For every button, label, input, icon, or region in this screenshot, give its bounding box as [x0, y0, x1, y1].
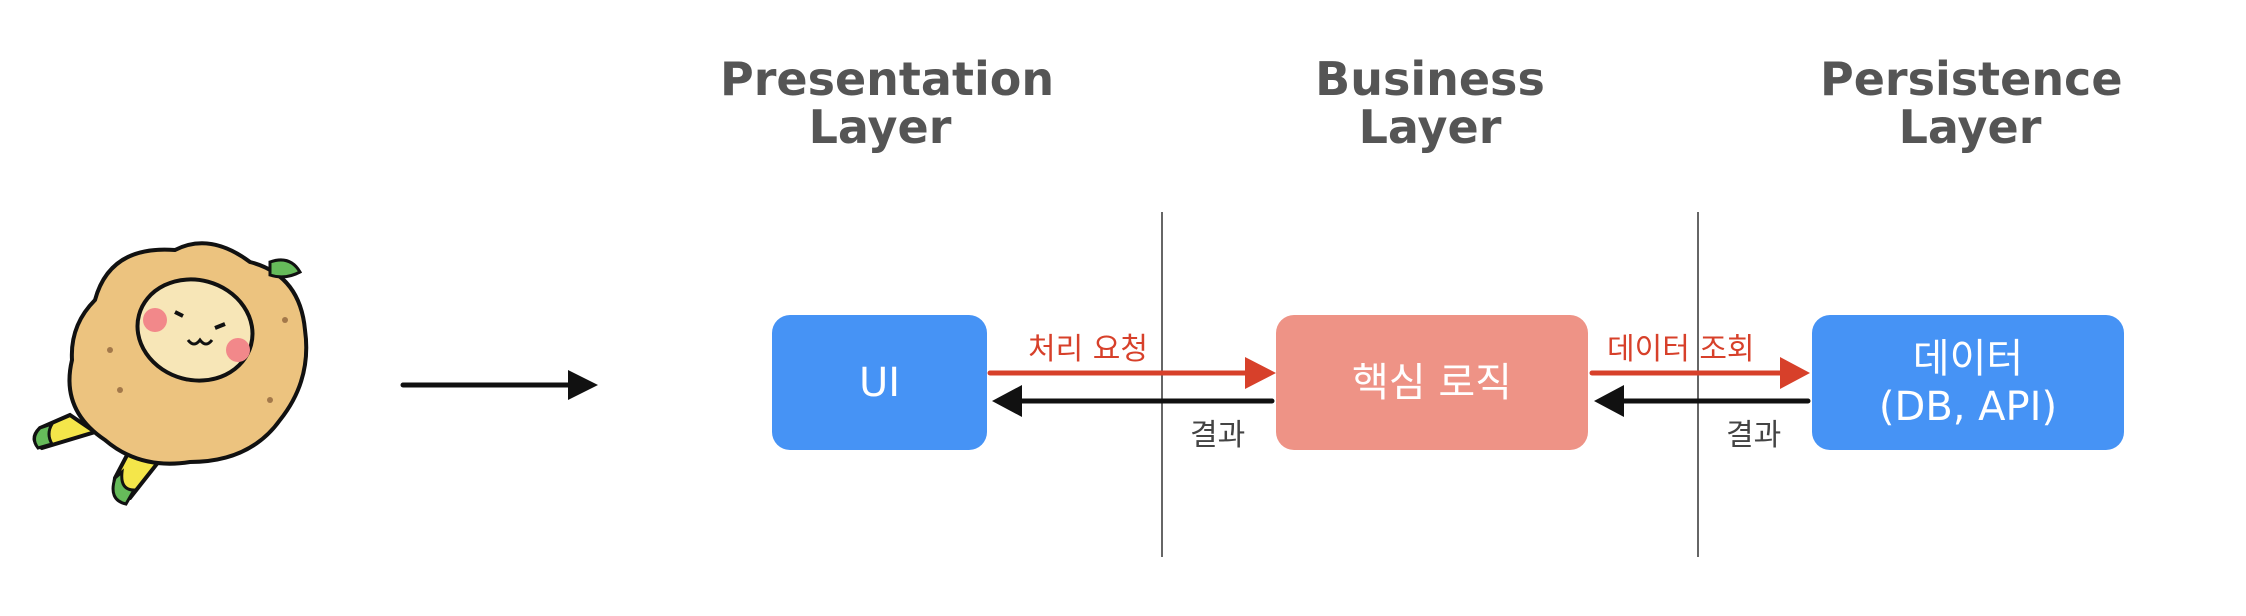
entry-arrow: [403, 370, 598, 400]
query-arrow: [1592, 357, 1810, 389]
potato-mascot-icon: [34, 243, 306, 504]
request-arrow: [990, 357, 1276, 389]
result-arrow-2: [1594, 385, 1808, 417]
result-arrow-1: [992, 385, 1272, 417]
